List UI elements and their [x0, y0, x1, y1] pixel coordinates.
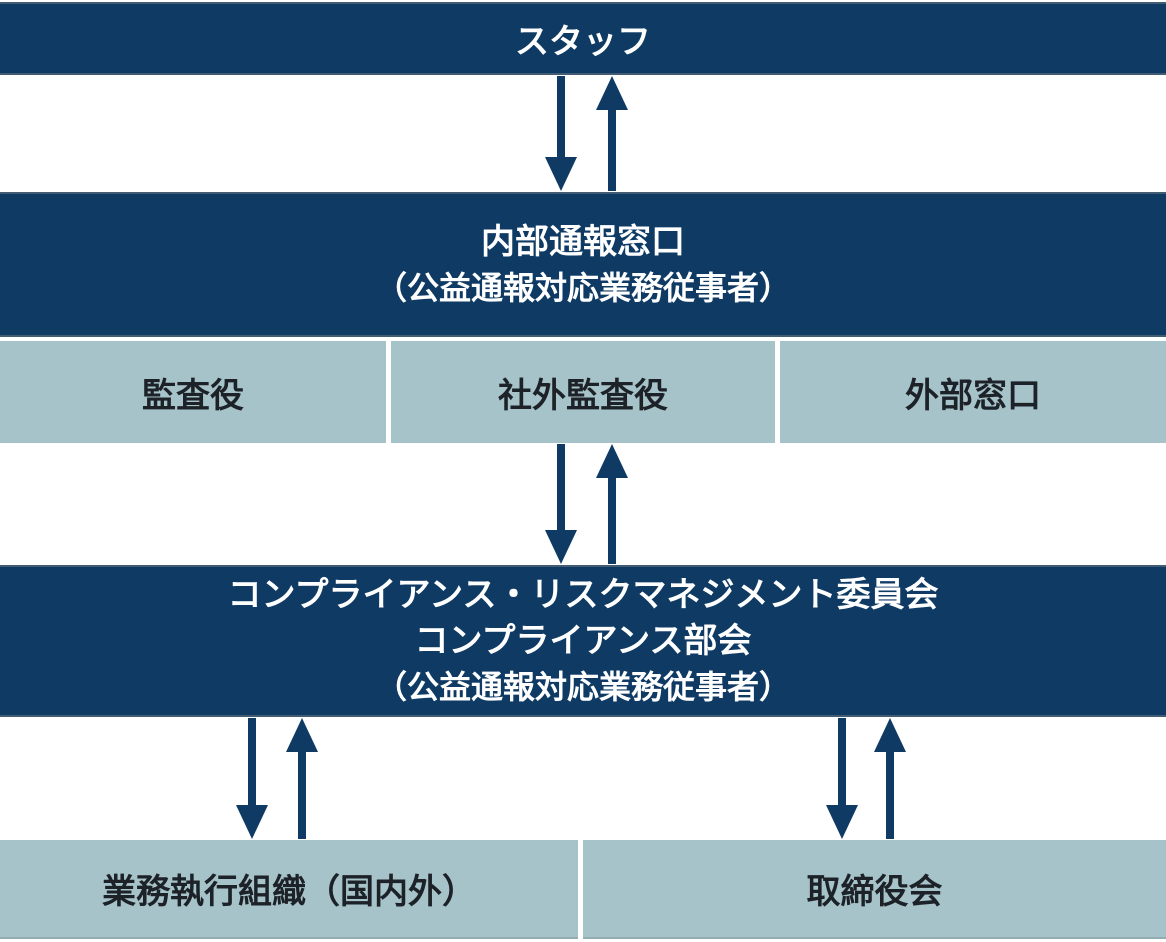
cell-auditor-label: 監査役	[142, 376, 244, 415]
arrow-head	[236, 805, 268, 839]
committee-line2: コンプライアンス部会	[414, 622, 752, 660]
arrow-down-icon	[545, 76, 577, 191]
arrow-shaft	[838, 718, 846, 811]
cell-external-contact-label: 外部窓口	[905, 376, 1041, 415]
arrow-shaft	[248, 718, 256, 811]
arrow-head	[545, 530, 577, 564]
arrow-up-icon	[596, 444, 628, 564]
arrow-gap-staff-internal	[0, 75, 1166, 192]
arrow-gap-middle-committee	[0, 443, 1166, 565]
cell-board-of-directors-label: 取締役会	[806, 873, 943, 911]
arrow-shaft	[557, 76, 565, 163]
cell-board-of-directors: 取締役会	[583, 840, 1166, 939]
cell-outside-auditor-label: 社外監査役	[498, 376, 668, 415]
arrow-down-icon	[545, 444, 577, 564]
staff-bar: スタッフ	[0, 2, 1166, 75]
internal-report-window-bar: 内部通報窓口 （公益通報対応業務従事者）	[0, 192, 1166, 337]
cell-business-execution: 業務執行組織（国内外）	[0, 840, 578, 939]
staff-bar-label: スタッフ	[515, 23, 651, 61]
execution-board-row: 業務執行組織（国内外） 取締役会	[0, 840, 1166, 942]
cell-external-contact: 外部窓口	[780, 341, 1166, 443]
committee-line3: （公益通報対応業務従事者）	[374, 669, 791, 705]
arrow-shaft	[298, 746, 306, 839]
arrow-head	[826, 805, 858, 839]
arrow-shaft	[608, 472, 616, 564]
arrow-up-icon	[874, 718, 906, 839]
auditors-row: 監査役 社外監査役 外部窓口	[0, 337, 1166, 443]
arrow-up-icon	[286, 718, 318, 839]
cell-outside-auditor: 社外監査役	[391, 341, 775, 443]
compliance-committee-bar: コンプライアンス・リスクマネジメント委員会 コンプライアンス部会 （公益通報対応…	[0, 565, 1166, 717]
cell-business-execution-label: 業務執行組織（国内外）	[102, 873, 476, 911]
arrow-shaft	[886, 746, 894, 839]
arrow-shaft	[557, 444, 565, 536]
arrow-down-icon	[236, 718, 268, 839]
internal-report-window-title: 内部通報窓口	[481, 222, 685, 261]
committee-line1: コンプライアンス・リスクマネジメント委員会	[227, 576, 939, 614]
arrow-up-icon	[596, 76, 628, 191]
arrow-down-icon	[826, 718, 858, 839]
arrow-gap-committee-bottom	[0, 717, 1166, 840]
cell-auditor: 監査役	[0, 341, 386, 443]
arrow-shaft	[608, 104, 616, 191]
arrow-head	[545, 157, 577, 191]
internal-report-window-subtitle: （公益通報対応業務従事者）	[374, 269, 791, 306]
